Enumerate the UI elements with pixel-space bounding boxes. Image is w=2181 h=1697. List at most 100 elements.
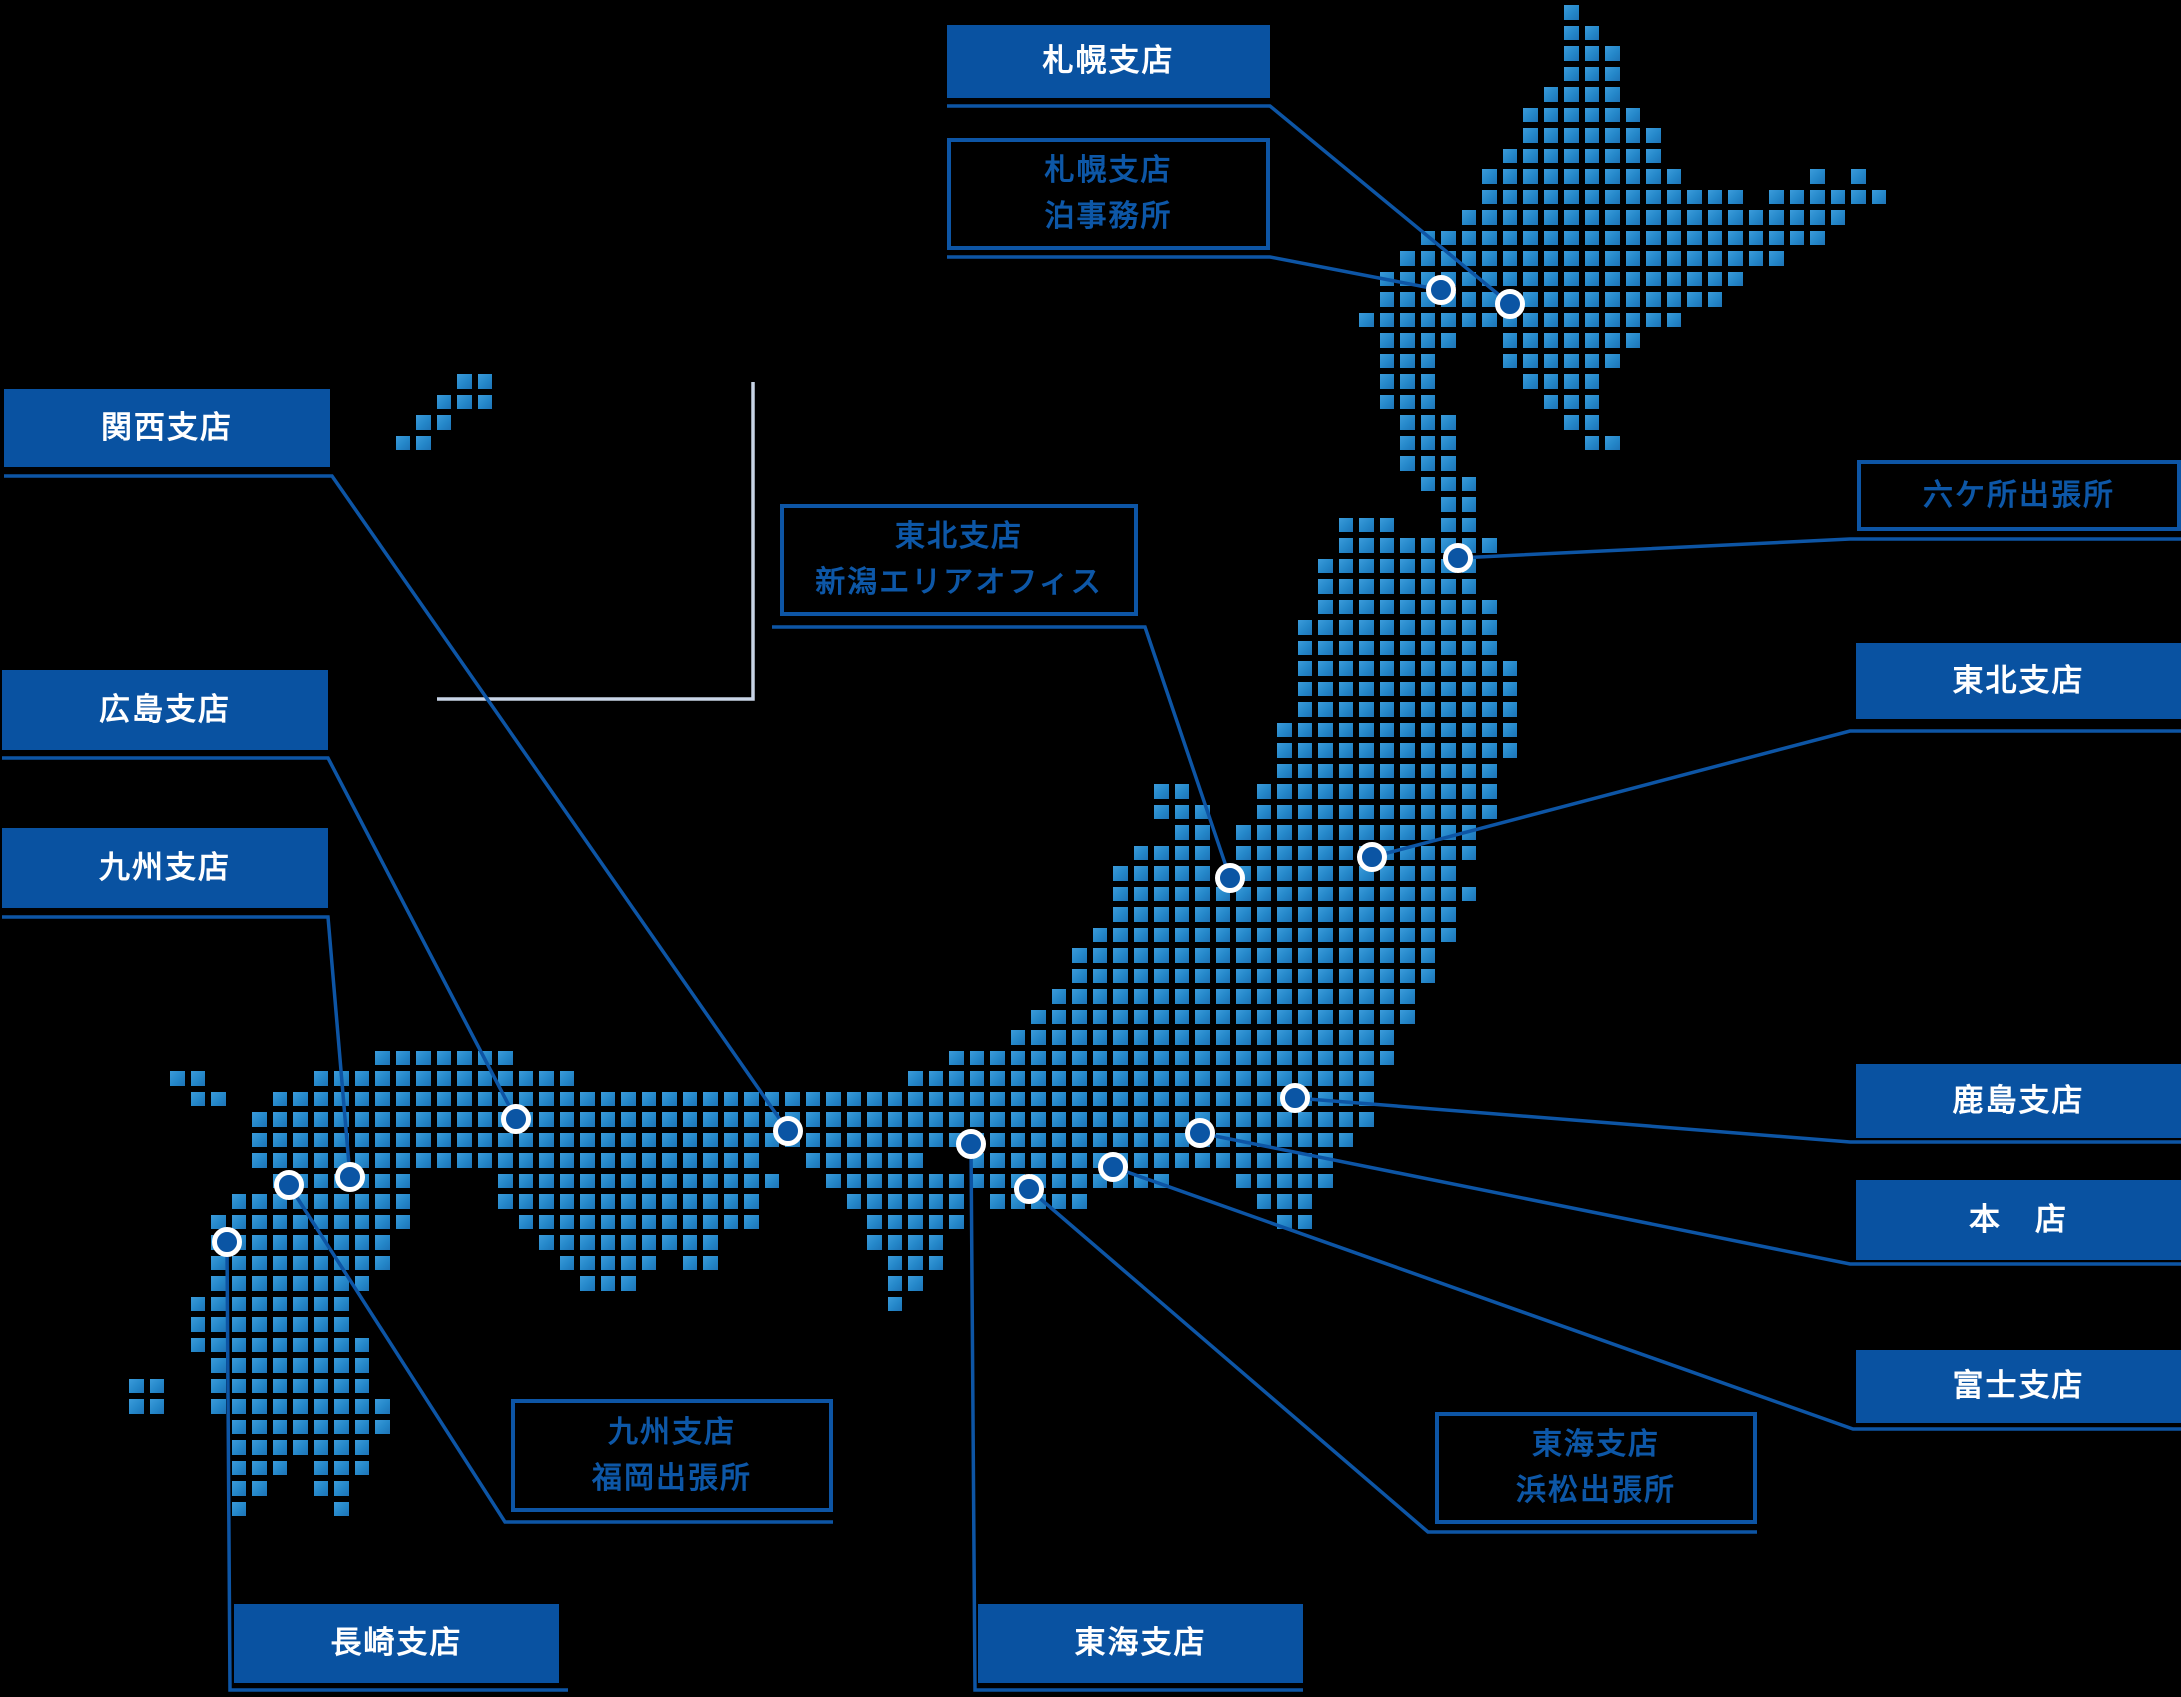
map-dot	[1154, 948, 1169, 963]
map-dot	[1174, 1030, 1189, 1045]
map-dot	[1564, 189, 1579, 204]
map-dot	[436, 415, 451, 430]
tokai-hamamatsu-office-label-text: 浜松出張所	[1516, 1473, 1676, 1508]
map-dot	[190, 1071, 205, 1086]
map-dot	[375, 1399, 390, 1414]
map-dot	[375, 1132, 390, 1147]
map-dot	[1297, 866, 1312, 881]
map-dot	[621, 1194, 636, 1209]
map-dot	[1277, 1030, 1292, 1045]
sapporo-branch-leader-line	[947, 104, 1512, 306]
map-dot	[1564, 374, 1579, 389]
map-dot	[1359, 599, 1374, 614]
map-dot	[1502, 353, 1517, 368]
map-dot	[1338, 1009, 1353, 1024]
map-dot	[1113, 886, 1128, 901]
map-dot	[1502, 230, 1517, 245]
map-dot	[1359, 579, 1374, 594]
map-dot	[539, 1235, 554, 1250]
map-dot	[641, 1112, 656, 1127]
map-dot	[1564, 25, 1579, 40]
map-dot	[703, 1153, 718, 1168]
map-dot	[272, 1276, 287, 1291]
map-dot	[1482, 722, 1497, 737]
kyushu-branch-leader-line	[2, 915, 352, 1178]
map-dot	[1441, 312, 1456, 327]
map-dot	[1318, 1050, 1333, 1065]
map-dot	[1564, 107, 1579, 122]
map-dot	[1236, 948, 1251, 963]
map-dot	[580, 1276, 595, 1291]
map-dot	[1564, 292, 1579, 307]
tokai-branch-label-text: 東海支店	[1074, 1625, 1207, 1661]
map-dot	[846, 1112, 861, 1127]
map-dot	[272, 1399, 287, 1414]
kansai-branch-label: 関西支店	[4, 389, 330, 467]
map-dot	[559, 1173, 574, 1188]
map-dot	[1092, 1091, 1107, 1106]
map-dot	[1379, 907, 1394, 922]
map-dot	[744, 1214, 759, 1229]
map-dot	[436, 1071, 451, 1086]
map-dot	[805, 1153, 820, 1168]
map-dot	[1605, 169, 1620, 184]
map-dot	[477, 1091, 492, 1106]
map-dot	[1543, 312, 1558, 327]
map-dot	[1502, 189, 1517, 204]
map-dot	[1297, 907, 1312, 922]
map-dot	[1072, 948, 1087, 963]
map-dot	[313, 1255, 328, 1270]
map-dot	[1584, 66, 1599, 81]
map-dot	[1871, 189, 1886, 204]
map-dot	[1277, 763, 1292, 778]
map-dot	[1338, 1030, 1353, 1045]
map-dot	[703, 1235, 718, 1250]
map-dot	[1277, 1112, 1292, 1127]
hiroshima-location-marker	[501, 1104, 531, 1134]
map-dot	[1543, 292, 1558, 307]
map-dot	[1113, 1112, 1128, 1127]
map-dot	[1482, 292, 1497, 307]
map-dot	[1133, 1071, 1148, 1086]
map-dot	[703, 1255, 718, 1270]
map-dot	[1584, 312, 1599, 327]
map-dot	[1256, 989, 1271, 1004]
map-dot	[252, 1235, 267, 1250]
map-dot	[1461, 661, 1476, 676]
map-dot	[949, 1112, 964, 1127]
map-dot	[1564, 87, 1579, 102]
map-dot	[1461, 517, 1476, 532]
map-dot	[744, 1194, 759, 1209]
map-dot	[149, 1399, 164, 1414]
map-dot	[1400, 1009, 1415, 1024]
fuji-location-marker	[1098, 1152, 1128, 1182]
map-dot	[1400, 456, 1415, 471]
map-dot	[436, 1091, 451, 1106]
map-dot	[1666, 189, 1681, 204]
map-dot	[1666, 292, 1681, 307]
map-dot	[293, 1317, 308, 1332]
map-dot	[1441, 886, 1456, 901]
kyushu-fukuoka-office-label: 九州支店福岡出張所	[511, 1399, 833, 1512]
map-dot	[1543, 271, 1558, 286]
hiroshima-branch-label: 広島支店	[2, 670, 328, 750]
map-dot	[1461, 579, 1476, 594]
map-dot	[1072, 968, 1087, 983]
map-dot	[990, 1132, 1005, 1147]
map-dot	[559, 1214, 574, 1229]
map-dot	[1010, 1112, 1025, 1127]
map-dot	[1256, 825, 1271, 840]
map-dot	[313, 1153, 328, 1168]
map-dot	[682, 1214, 697, 1229]
map-dot	[1420, 394, 1435, 409]
rokkasho-office-label: 六ケ所出張所	[1857, 460, 2181, 531]
map-dot	[211, 1296, 226, 1311]
map-dot	[1256, 886, 1271, 901]
map-dot	[1441, 620, 1456, 635]
map-dot	[272, 1460, 287, 1475]
map-dot	[1605, 312, 1620, 327]
map-dot	[1133, 1030, 1148, 1045]
hamamatsu-location-marker	[1014, 1174, 1044, 1204]
map-dot	[1154, 1091, 1169, 1106]
map-dot	[928, 1132, 943, 1147]
